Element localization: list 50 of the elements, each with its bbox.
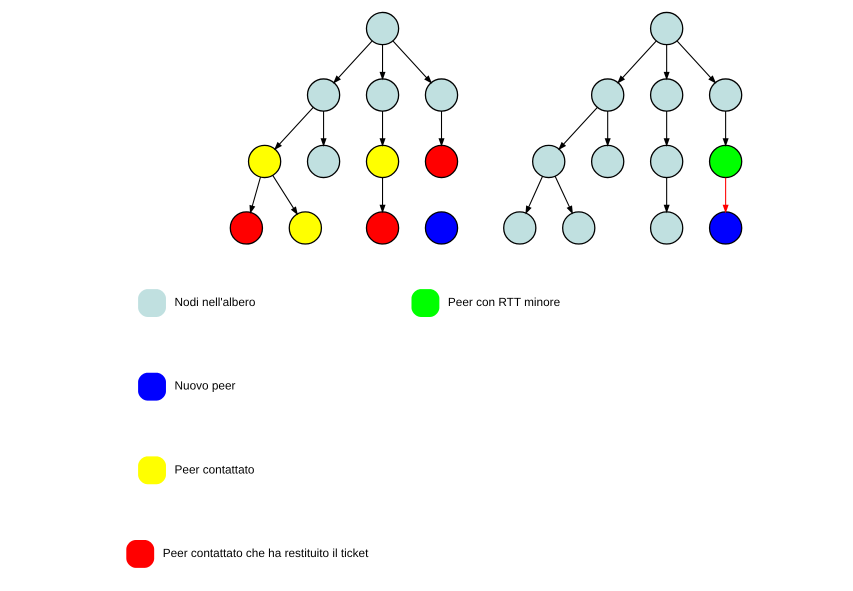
- node-circle: [708, 211, 742, 245]
- arrow: [664, 44, 670, 80]
- arrow: [320, 111, 327, 147]
- node-circle: [366, 144, 400, 178]
- arrow: [272, 175, 298, 216]
- node-circle: [532, 144, 566, 178]
- arrow: [438, 111, 445, 147]
- arrow: [676, 40, 716, 84]
- arrow: [380, 44, 386, 80]
- arrow: [274, 107, 314, 150]
- node-circle: [708, 78, 742, 112]
- node-circle: [306, 144, 340, 178]
- arrow: [250, 177, 261, 214]
- node-circle: [424, 78, 458, 112]
- arrow: [392, 40, 432, 84]
- node-circle: [288, 211, 322, 245]
- node-circle: [590, 78, 624, 112]
- arrow: [604, 111, 611, 147]
- legend-label: Peer con RTT minore: [448, 296, 560, 310]
- node-circle: [424, 144, 458, 178]
- arrow: [664, 178, 670, 214]
- node-circle: [590, 144, 624, 178]
- legend-label: Peer contattato: [174, 463, 254, 476]
- arrow: [554, 176, 573, 214]
- node-circle: [650, 78, 684, 112]
- arrow: [722, 111, 729, 147]
- legend-label: Nodi nell'albero: [174, 296, 256, 310]
- node-circle: [562, 211, 596, 245]
- arrow: [332, 40, 372, 84]
- arrow: [664, 111, 670, 147]
- arrow: [617, 40, 657, 84]
- node-circle: [708, 144, 742, 178]
- arrow: [722, 178, 729, 214]
- legend-label: Peer contattato che ha restituito il ticket: [162, 546, 368, 560]
- node-circle: [366, 78, 400, 112]
- node-circle: [650, 211, 684, 245]
- node-circle: [650, 144, 684, 178]
- node-circle: [424, 211, 458, 245]
- node-circle: [366, 12, 400, 46]
- arrow: [525, 176, 543, 214]
- node-circle: [248, 144, 282, 178]
- node-circle: [650, 12, 684, 46]
- legend-label: Nuovo peer: [174, 380, 236, 393]
- arrow: [380, 111, 386, 147]
- node-circle: [306, 78, 340, 112]
- arrow: [558, 107, 598, 150]
- arrow: [380, 178, 386, 214]
- node-circle: [366, 211, 400, 245]
- node-circle: [230, 211, 264, 245]
- node-circle: [503, 211, 536, 245]
